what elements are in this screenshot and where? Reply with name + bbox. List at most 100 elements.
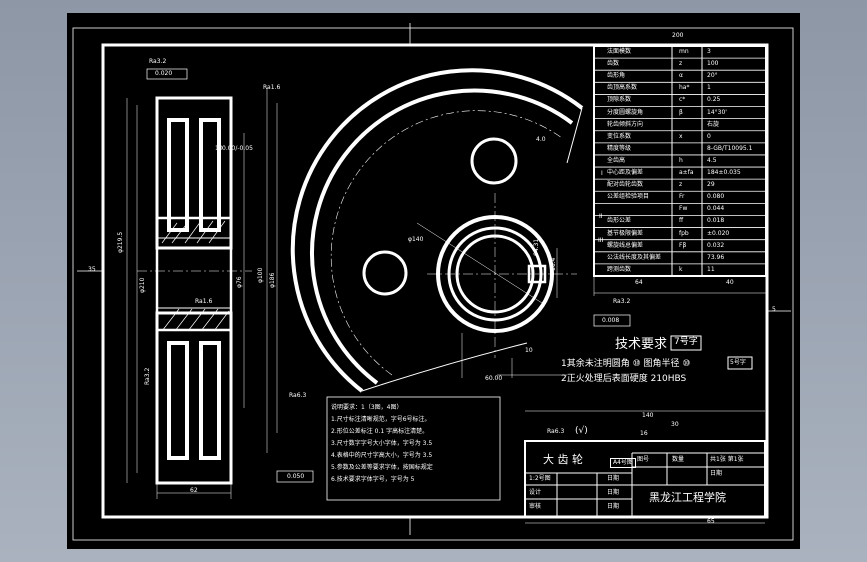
dim-16: 16 <box>640 430 648 437</box>
tb-cell-0: 1:2号图 <box>529 475 551 482</box>
tb-cell-3: 日期 <box>607 489 620 496</box>
table-cell: k <box>679 265 683 273</box>
table-cell: β <box>679 108 683 116</box>
tb-cell-7: 日期 <box>710 470 723 477</box>
table-cell: 齿形公差 <box>607 217 632 225</box>
table-cell: 变位系数 <box>607 132 632 140</box>
table-cell: 184±0.035 <box>707 169 741 177</box>
part-name: 大 齿 轮 <box>543 453 583 466</box>
notes-line: 4.表格中的尺寸字高大小，字号为 3.5 <box>331 452 433 459</box>
table-cell: 0.080 <box>707 193 725 201</box>
table-cell: 3 <box>707 48 711 55</box>
group-mark-3: III <box>598 237 604 244</box>
gear-rim-lower <box>155 311 233 485</box>
table-cell: α <box>679 72 683 80</box>
table-cell: 齿顶高系数 <box>607 84 638 92</box>
table-cell: a±fa <box>679 169 694 177</box>
section-hatching <box>161 220 230 332</box>
gear-rim-upper <box>155 96 233 250</box>
table-cell: mn <box>679 48 689 55</box>
dim-dia-web: φ186 <box>269 272 276 288</box>
dim-pcd: φ140 <box>408 236 424 243</box>
table-cell: 顶隙系数 <box>607 96 632 104</box>
table-cell: 齿形角 <box>607 72 626 80</box>
table-cell: x <box>679 132 683 140</box>
table-cell: 1 <box>707 84 711 92</box>
table-cell: 0 <box>707 132 711 140</box>
dim-60: 60.00 <box>485 375 503 382</box>
web-window-upper-left <box>167 118 189 232</box>
tol-frame-bottom <box>276 470 314 483</box>
table-cell: 0.044 <box>707 205 725 213</box>
lightening-hole-top <box>470 137 518 185</box>
school-name: 黑龙江工程学院 <box>649 491 726 504</box>
table-cell: 分度圆螺旋角 <box>607 108 644 116</box>
dim-tol-bottom: 0.050 <box>287 473 305 480</box>
inner-frame <box>101 43 769 519</box>
hub-body <box>155 216 233 332</box>
table-cell: 精度等级 <box>607 144 632 152</box>
table-cell: 73.96 <box>707 253 725 261</box>
table-cell: 齿数 <box>607 60 620 68</box>
outer-frame <box>72 27 794 541</box>
tech-req-size-tag2: 5号字 <box>730 359 746 366</box>
table-cell: 公差组检验项目 <box>607 193 650 201</box>
table-cell: 11 <box>707 265 715 273</box>
table-cell: Fβ <box>679 241 687 249</box>
notes-box-frame <box>326 396 501 501</box>
gear-outer-arc <box>290 68 584 393</box>
tb-cell-6: 共1张 第1张 <box>710 456 744 463</box>
table-cell: z <box>679 60 683 68</box>
sector-cut-lower <box>361 342 528 392</box>
dim-roughness-lower: Ra3.2 <box>144 367 151 385</box>
tb-cell-8: 图号 <box>637 456 650 463</box>
table-cell: ff <box>679 217 684 225</box>
table-cell: 0.032 <box>707 241 725 249</box>
lightening-hole-left <box>362 250 408 296</box>
table-cell: 29 <box>707 181 715 189</box>
dim-140: 140 <box>642 412 654 419</box>
check-mark: (√) <box>575 426 588 436</box>
gear-front-view <box>290 68 584 393</box>
dim-roughness-left: Ra1.6 <box>263 84 281 91</box>
params-table-rowlines <box>594 57 766 265</box>
tb-cell-2: 设计 <box>529 489 542 496</box>
dim-angle: 4.0 <box>536 136 546 143</box>
table-cell: c* <box>679 96 686 104</box>
table-cell: Fw <box>679 205 688 213</box>
dim-keyway: 64.31 <box>533 238 540 256</box>
dim-roughness-mid: Ra1.6 <box>195 298 213 305</box>
gear-drawing-svg <box>72 23 794 541</box>
dim-tol-hole: 0.008 <box>602 317 620 324</box>
size-tag-frame <box>670 335 702 351</box>
table-cell: 20° <box>707 72 718 80</box>
gear-section-view <box>126 88 278 499</box>
table-cell: 法面模数 <box>607 48 632 55</box>
dim-200: 200 <box>672 32 684 39</box>
table-cell: 跨测齿数 <box>607 265 632 273</box>
title-block-grid <box>524 410 766 524</box>
table-cell: 8-GB/T10095.1 <box>707 144 753 152</box>
tech-req-title: 技术要求 <box>615 337 668 352</box>
table-cell: 14°30' <box>707 108 727 116</box>
dim-keyway2: 16.4 <box>550 257 557 271</box>
table-cell: 中心距及偏差 <box>607 169 644 177</box>
notes-line: 6.技术要求字体字号，字号为 5 <box>331 476 415 483</box>
dim-roughness-top: Ra3.2 <box>149 58 167 65</box>
table-cell: 0.018 <box>707 217 725 225</box>
table-cell: 4.5 <box>707 156 717 164</box>
table-cell: ha* <box>679 84 690 92</box>
table-cell: h <box>679 156 683 164</box>
dim-40: 40 <box>726 279 734 286</box>
tb-cell-1: 日期 <box>607 475 620 482</box>
table-cell: 基节极限偏差 <box>607 229 644 237</box>
web-window-lower-right <box>199 341 221 460</box>
dim-dia-root: φ210 <box>139 277 146 293</box>
dim-dia-outer: φ219.5 <box>117 231 124 253</box>
dim-overall-rough: Ra6.3 <box>547 428 565 435</box>
group-mark-2: II <box>599 213 603 220</box>
web-window-upper-right <box>199 118 221 232</box>
dim-64: 64 <box>635 279 643 286</box>
notes-line: 2.形位公差标注 0.1 字高标注清楚。 <box>331 428 429 435</box>
